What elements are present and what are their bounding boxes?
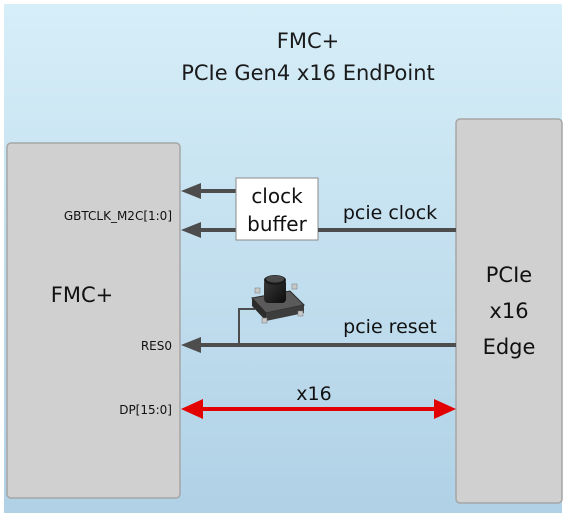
clock-buffer-box (235, 177, 319, 241)
push-button-icon (251, 275, 306, 324)
pcie-edge-line2: x16 (489, 299, 528, 323)
pcie-edge-line3: Edge (483, 335, 536, 359)
clock-buffer-line1: clock (251, 184, 303, 208)
pcie-clock-label: pcie clock (343, 202, 437, 224)
data-lanes-arrow (181, 399, 456, 419)
pin-data-label: DP[15:0] (119, 403, 172, 417)
pcie-reset-arrow (181, 337, 456, 353)
pcie-reset-label: pcie reset (343, 316, 437, 338)
pin-reset-label: RES0 (141, 339, 172, 353)
title-line1: FMC+ (277, 29, 339, 53)
pcie-edge-line1: PCIe (486, 263, 532, 287)
clock-arrow-upper (181, 183, 236, 199)
fmc-block (6, 142, 181, 499)
pcie-edge-block (455, 118, 563, 504)
data-lanes-label: x16 (296, 383, 331, 405)
clock-arrow-lower (181, 222, 236, 238)
reset-button-wire (238, 308, 255, 345)
clock-buffer-line2: buffer (247, 212, 307, 236)
fmc-block-label: FMC+ (51, 283, 113, 307)
title-line2: PCIe Gen4 x16 EndPoint (181, 61, 435, 85)
pin-gbtclk-label: GBTCLK_M2C[1:0] (64, 209, 172, 223)
